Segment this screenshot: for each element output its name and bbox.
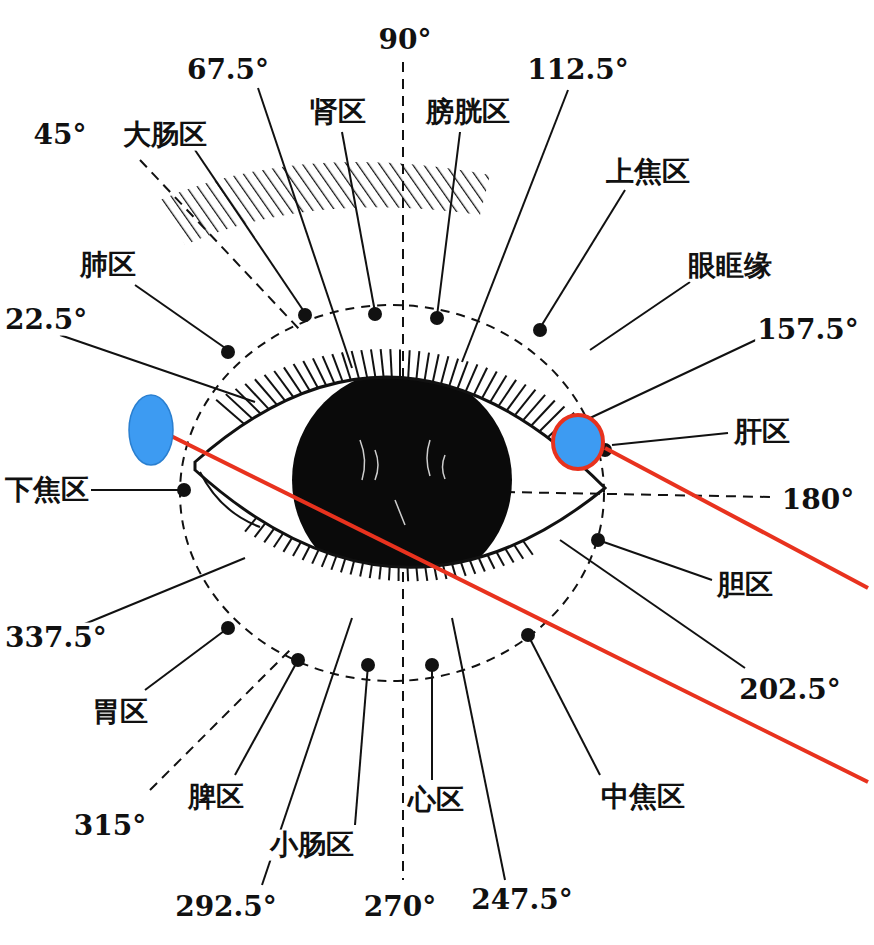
- lower-lid-fold: [200, 472, 260, 527]
- eye-outline: [195, 377, 605, 567]
- zone-label: 胆区: [715, 570, 775, 601]
- angle-label: 270°: [362, 892, 438, 923]
- angle-label: 112.5°: [525, 55, 631, 86]
- angle-label: 22.5°: [3, 305, 89, 336]
- angle-label: 90°: [377, 25, 434, 56]
- angle-label: 180°: [780, 485, 856, 516]
- zone-label: 肝区: [732, 417, 792, 448]
- zone-label: 中焦区: [599, 782, 687, 813]
- zone-label: 肺区: [78, 250, 138, 281]
- angle-label: 315°: [72, 811, 148, 842]
- zone-label: 下焦区: [3, 475, 91, 506]
- zone-label: 小肠区: [268, 830, 356, 861]
- zone-label: 胃区: [90, 697, 150, 728]
- angle-label: 157.5°: [755, 315, 861, 346]
- pointer-line: [605, 448, 868, 588]
- angle-label: 337.5°: [3, 623, 109, 654]
- zone-label: 大肠区: [121, 120, 209, 151]
- zone-label: 眼眶缘: [686, 251, 774, 282]
- eyelashes: [216, 349, 603, 581]
- eyebrow: [160, 162, 490, 245]
- angle-label: 202.5°: [737, 675, 843, 706]
- zone-dots: [177, 307, 612, 672]
- marker-ellipse: [553, 415, 603, 469]
- angle-label: 45°: [32, 120, 89, 151]
- zone-label: 膀胱区: [424, 97, 512, 128]
- zone-label: 肾区: [308, 97, 368, 128]
- zone-label: 心区: [406, 785, 466, 816]
- leader-lines: [60, 88, 760, 885]
- pointer-line: [155, 428, 868, 782]
- zone-label: 脾区: [186, 782, 246, 813]
- angle-label: 247.5°: [469, 885, 575, 916]
- marker-ellipse: [129, 395, 173, 465]
- angle-label: 292.5°: [173, 892, 279, 923]
- zone-label: 上焦区: [604, 157, 692, 188]
- axis-lines: [140, 62, 770, 880]
- angle-label: 67.5°: [185, 55, 271, 86]
